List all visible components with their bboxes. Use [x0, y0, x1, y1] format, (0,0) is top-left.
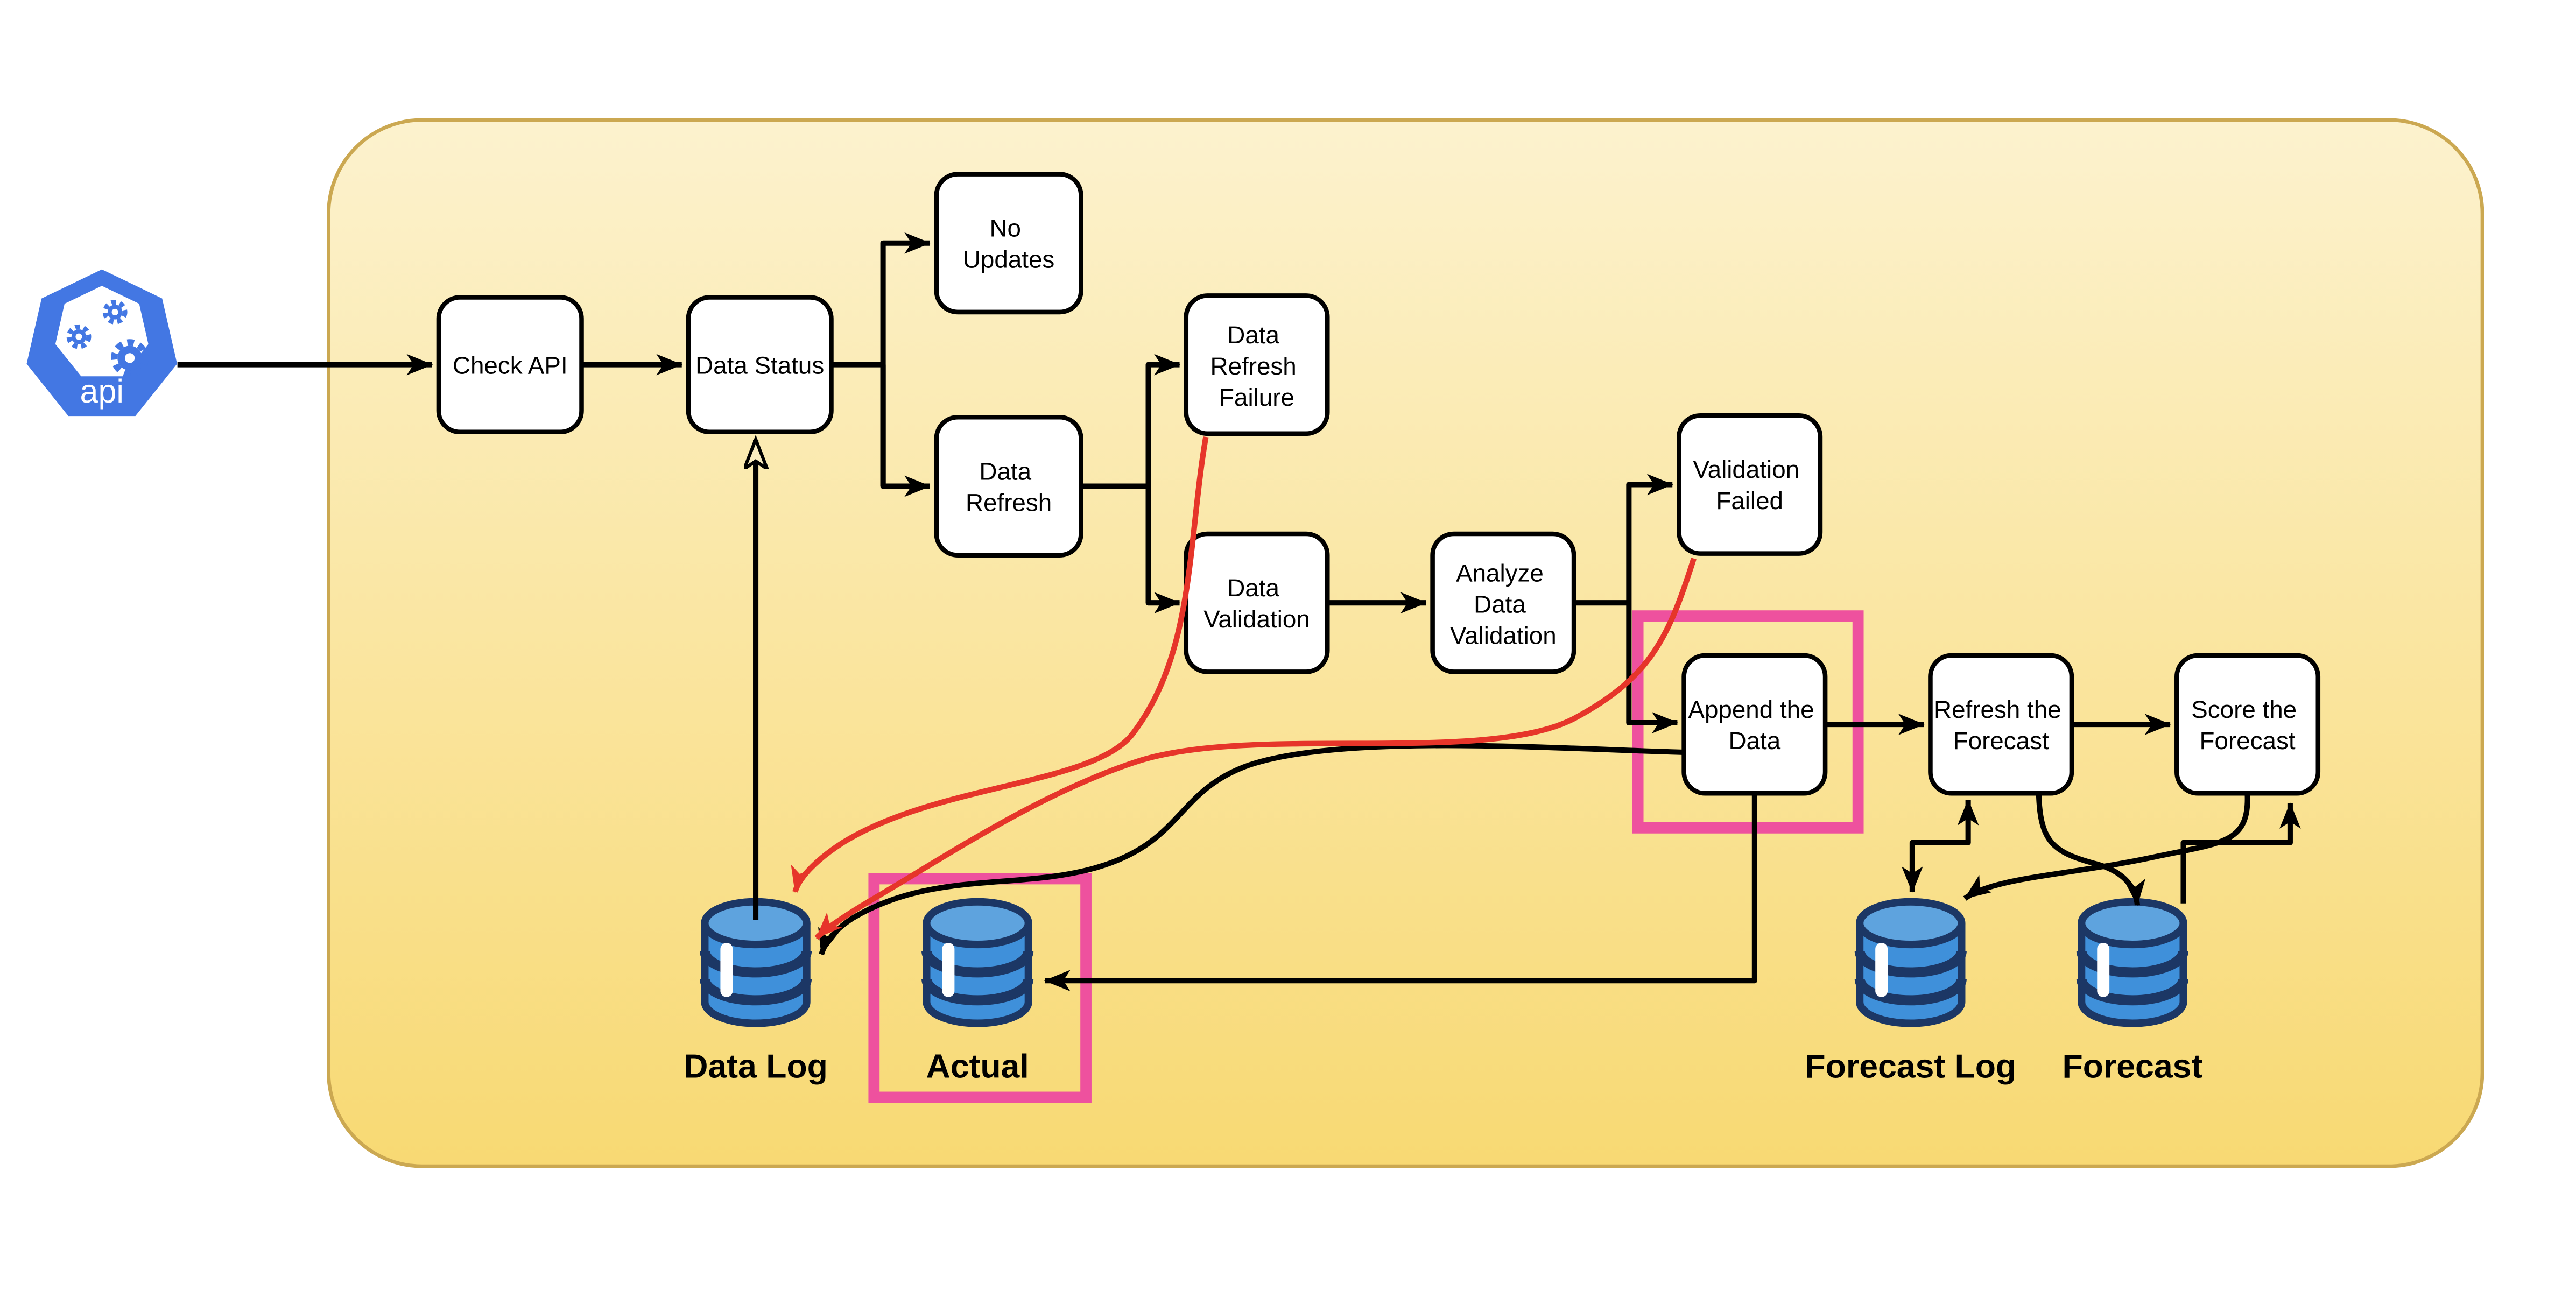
node-data-status: Data Status	[686, 295, 834, 435]
node-label: Check API	[453, 351, 568, 379]
database-forecast: Forecast	[2062, 898, 2202, 1085]
edge-refresh-to-forecast	[2036, 795, 2146, 906]
node-box	[1681, 653, 1828, 796]
node-data-refresh-failure: Data Refresh Failure	[1184, 293, 1330, 436]
node-data-refresh: Data Refresh	[934, 415, 1083, 558]
gear-icon	[102, 300, 128, 325]
node-box	[1184, 293, 1330, 436]
node-box	[1928, 653, 2074, 796]
node-label: Score the Forecast	[2191, 696, 2304, 754]
edge-data-status-to-data-refresh	[880, 364, 931, 497]
node-refresh-the-forecast: Refresh the Forecast	[1928, 653, 2074, 796]
node-label: Analyze Data Validation	[1450, 560, 1557, 650]
edge-score-to-forecast-log	[1963, 795, 2250, 901]
database-label: Forecast Log	[1805, 1047, 2016, 1085]
edge-data-refresh-to-data-refresh-failure	[1145, 354, 1181, 486]
node-data-validation: Data Validation	[1184, 531, 1330, 674]
database-label: Forecast	[2062, 1047, 2202, 1085]
edge-refresh-forecast-log-bidirectional	[1902, 799, 1979, 893]
node-label: Append the Data	[1688, 696, 1821, 754]
gear-icon	[111, 339, 149, 377]
node-box	[1677, 413, 1823, 556]
edge-data-refresh-failure-to-data-log	[791, 436, 1209, 893]
database-icon	[1854, 898, 1967, 1027]
node-label: Data Validation	[1203, 574, 1310, 633]
node-box	[934, 415, 1083, 558]
node-score-the-forecast: Score the Forecast	[2174, 653, 2321, 796]
node-label: Validation Failed	[1693, 456, 1806, 514]
node-label: Refresh the Forecast	[1934, 696, 2068, 754]
database-icon	[921, 898, 1034, 1027]
node-no-updates: No Updates	[934, 172, 1083, 315]
node-analyze-data-validation: Analyze Data Validation	[1430, 531, 1576, 674]
node-label: Data Refresh Failure	[1210, 321, 1304, 411]
node-check-api: Check API	[436, 295, 584, 435]
gear-icon	[66, 324, 92, 349]
node-box	[1184, 531, 1330, 674]
api-label: api	[80, 373, 124, 410]
node-label: Data Status	[695, 351, 824, 379]
edge-analyze-to-validation-failed	[1626, 474, 1673, 603]
database-data-log: Data Log	[684, 898, 828, 1085]
database-label: Actual	[926, 1047, 1029, 1085]
node-append-the-data: Append the Data	[1681, 653, 1828, 796]
highlight-actual	[868, 873, 1092, 1103]
database-forecast-log: Forecast Log	[1805, 898, 2016, 1085]
database-actual: Actual	[921, 898, 1034, 1085]
node-label: No Updates	[963, 215, 1054, 273]
edge-validation-failed-to-data-log	[814, 558, 1697, 940]
node-label: Data Refresh	[966, 457, 1052, 516]
edge-analyze-to-append-the-data	[1626, 603, 1678, 733]
api-icon: api	[26, 269, 178, 417]
edge-forecast-to-score	[2180, 802, 2301, 904]
edge-data-refresh-to-data-validation	[1145, 486, 1181, 614]
edge-append-to-data-log	[818, 743, 1684, 955]
node-box	[934, 172, 1083, 315]
database-icon	[699, 898, 812, 1027]
edge-append-to-actual	[1044, 793, 1757, 992]
node-validation-failed: Validation Failed	[1677, 413, 1823, 556]
node-box	[2174, 653, 2321, 796]
database-icon	[2076, 898, 2188, 1027]
database-label: Data Log	[684, 1047, 828, 1085]
